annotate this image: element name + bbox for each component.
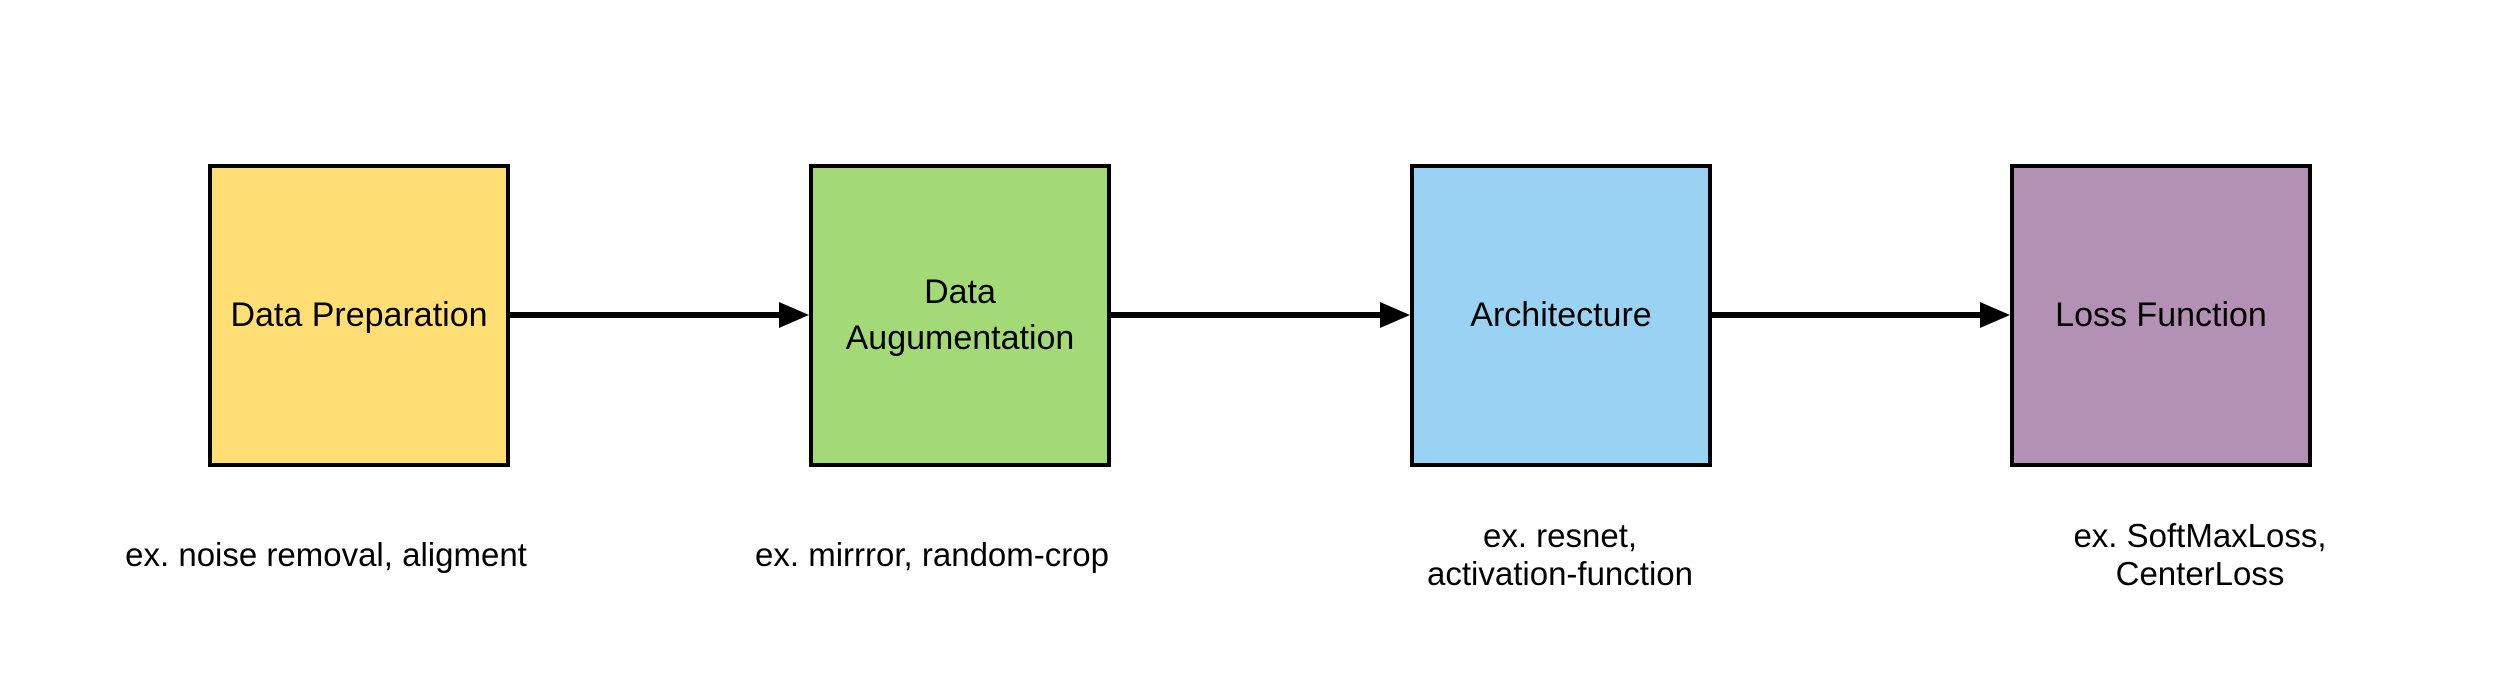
stage-caption-data-augumentation: ex. mirrror, random-crop	[755, 536, 1109, 574]
arrow-line	[510, 312, 785, 318]
stage-label-data-preparation: Data Preparation	[230, 295, 488, 334]
stage-caption-loss-function: ex. SoftMaxLoss, CenterLoss	[2073, 517, 2327, 592]
arrow-head	[779, 302, 809, 328]
stage-caption-data-preparation: ex. noise removal, aligment	[125, 536, 527, 574]
arrow-line	[1111, 312, 1386, 318]
arrow-head	[1980, 302, 2010, 328]
arrow-right-icon	[1712, 302, 2010, 328]
stage-box-loss-function: Loss Function	[2010, 164, 2312, 467]
arrow-head	[1380, 302, 1410, 328]
stage-label-loss-function: Loss Function	[2055, 295, 2267, 334]
arrow-right-icon	[1111, 302, 1410, 328]
arrow-right-icon	[510, 302, 809, 328]
stage-box-data-preparation: Data Preparation	[208, 164, 510, 467]
stage-box-data-augumentation: Data Augumentation	[809, 164, 1111, 467]
stage-caption-architecture: ex. resnet, activation-function	[1427, 517, 1693, 592]
arrow-line	[1712, 312, 1986, 318]
stage-box-architecture: Architecture	[1410, 164, 1712, 467]
stage-label-data-augumentation: Data Augumentation	[845, 272, 1075, 357]
stage-label-architecture: Architecture	[1470, 295, 1652, 334]
